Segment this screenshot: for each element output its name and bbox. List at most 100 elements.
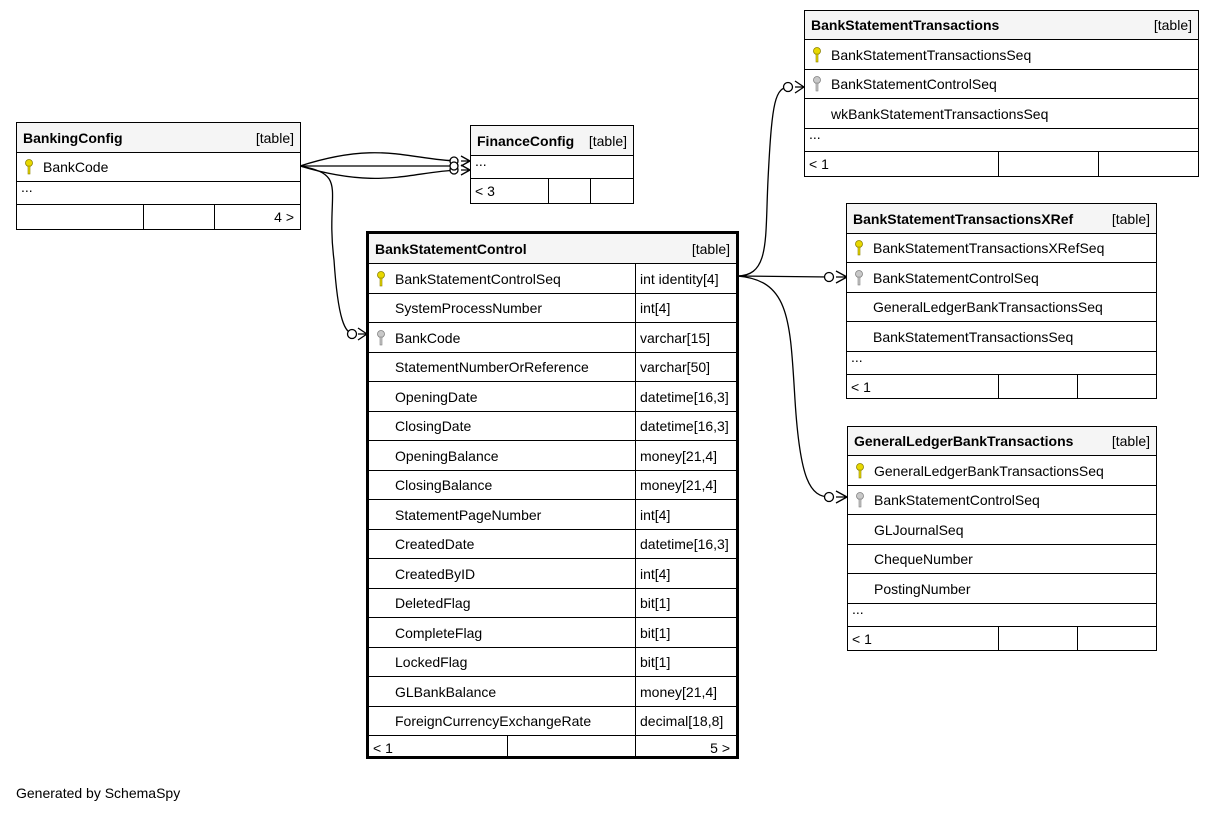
table-type: [table] (588, 132, 627, 149)
column-name: GeneralLedgerBankTransactionsSeq (874, 462, 1104, 479)
column-name: CreatedDate (395, 536, 475, 552)
column-row[interactable]: StatementNumberOrReference varchar[50] (369, 353, 736, 382)
primary-key-icon (25, 159, 33, 175)
table-generalledgerbanktransactions[interactable]: GeneralLedgerBankTransactions [table] Ge… (847, 426, 1157, 651)
table-footer: < 3 (471, 179, 633, 203)
table-type: [table] (691, 240, 730, 257)
column-row[interactable]: PostingNumber (848, 574, 1156, 604)
column-row[interactable]: BankStatementControlSeq (847, 263, 1156, 293)
more-columns: ... (471, 153, 633, 179)
column-row[interactable]: BankStatementTransactionsSeq (847, 322, 1156, 352)
column-name: GeneralLedgerBankTransactionsSeq (873, 299, 1103, 315)
column-type: decimal[18,8] (635, 707, 736, 735)
foreign-key-icon (813, 76, 821, 92)
column-type: int[4] (635, 500, 736, 529)
table-bankingconfig[interactable]: BankingConfig [table] BankCode ... 4 > (16, 122, 301, 230)
column-name: BankStatementControlSeq (831, 76, 997, 92)
column-row[interactable]: GeneralLedgerBankTransactionsSeq (847, 293, 1156, 322)
ellipsis: ... (852, 601, 864, 617)
column-row[interactable]: BankStatementTransactionsSeq (805, 40, 1198, 70)
column-name: StatementPageNumber (395, 506, 542, 523)
column-name: BankStatementControlSeq (873, 269, 1039, 286)
column-type: money[21,4] (635, 441, 736, 470)
column-name: OpeningDate (395, 388, 478, 405)
footer-parents-count: < 3 (475, 183, 495, 199)
table-header: BankStatementTransactions [table] (805, 11, 1198, 40)
foreign-key-icon (855, 269, 863, 285)
column-type: int[4] (635, 559, 736, 588)
column-name: DeletedFlag (395, 595, 471, 611)
footer-children-count: 5 > (710, 739, 730, 756)
foreign-key-icon (377, 329, 385, 345)
column-row[interactable]: CreatedByID int[4] (369, 559, 736, 589)
footer-parents-count: < 1 (852, 630, 872, 647)
table-footer: < 1 5 > (369, 736, 736, 759)
column-type: datetime[16,3] (635, 412, 736, 440)
column-row[interactable]: wkBankStatementTransactionsSeq (805, 99, 1198, 129)
column-type: int identity[4] (635, 264, 736, 293)
column-name: BankStatementTransactionsXRefSeq (873, 240, 1105, 256)
column-name: BankStatementControlSeq (874, 492, 1040, 508)
ellipsis: ... (809, 126, 821, 142)
column-type: varchar[50] (635, 353, 736, 381)
column-name: BankStatementTransactionsSeq (873, 328, 1074, 345)
column-row[interactable]: BankStatementTransactionsXRefSeq (847, 234, 1156, 263)
column-type: money[21,4] (635, 677, 736, 706)
table-footer: < 1 (805, 152, 1198, 176)
table-financeconfig[interactable]: FinanceConfig [table] ... < 3 (470, 125, 634, 204)
column-row[interactable]: ForeignCurrencyExchangeRate decimal[18,8] (369, 707, 736, 736)
more-columns: ... (17, 179, 300, 205)
column-name: GLBankBalance (395, 683, 497, 700)
column-type: bit[1] (635, 618, 736, 647)
footer-parents-count: < 1 (809, 156, 829, 172)
table-name: FinanceConfig (477, 132, 575, 149)
column-name: LockedFlag (395, 654, 468, 670)
primary-key-icon (856, 462, 864, 478)
table-name: GeneralLedgerBankTransactions (854, 433, 1074, 449)
edge-bsc-bst (736, 86, 791, 277)
table-bankstatementtransactions[interactable]: BankStatementTransactions [table] BankSt… (804, 10, 1199, 177)
column-type: datetime[16,3] (635, 382, 736, 411)
edge-bsc-glbt (736, 275, 831, 498)
column-name: ForeignCurrencyExchangeRate (395, 713, 592, 729)
table-footer: < 1 (848, 627, 1156, 650)
column-name: CreatedByID (395, 565, 476, 582)
table-bankstatementtransactionsxref[interactable]: BankStatementTransactionsXRef [table] Ba… (846, 203, 1157, 399)
primary-key-icon (377, 270, 385, 286)
ellipsis: ... (21, 179, 33, 195)
column-row[interactable]: GLBankBalance money[21,4] (369, 677, 736, 707)
column-name: wkBankStatementTransactionsSeq (831, 105, 1049, 122)
column-name: SystemProcessNumber (395, 300, 543, 316)
column-name: StatementNumberOrReference (395, 359, 589, 375)
edge-bankingconfig-bsc (299, 165, 355, 335)
foreign-key-icon (856, 492, 864, 508)
column-row[interactable]: GeneralLedgerBankTransactionsSeq (848, 456, 1156, 486)
table-bankstatementcontrol[interactable]: BankStatementControl [table] BankStateme… (366, 231, 739, 759)
column-row[interactable]: ChequeNumber (848, 545, 1156, 574)
table-type: [table] (1111, 210, 1150, 227)
column-name: CompleteFlag (395, 624, 483, 641)
more-columns: ... (848, 601, 1156, 627)
column-row[interactable]: StatementPageNumber int[4] (369, 500, 736, 530)
column-name: ChequeNumber (874, 551, 973, 567)
column-name: BankCode (395, 329, 461, 346)
more-columns: ... (847, 349, 1156, 375)
column-row[interactable]: OpeningDate datetime[16,3] (369, 382, 736, 412)
column-row[interactable]: GLJournalSeq (848, 515, 1156, 545)
column-row[interactable]: BankCode (17, 153, 300, 182)
column-row[interactable]: CompleteFlag bit[1] (369, 618, 736, 648)
table-name: BankingConfig (23, 129, 123, 146)
column-row[interactable]: BankStatementControlSeq (848, 486, 1156, 515)
column-row[interactable]: BankStatementControlSeq (805, 70, 1198, 99)
